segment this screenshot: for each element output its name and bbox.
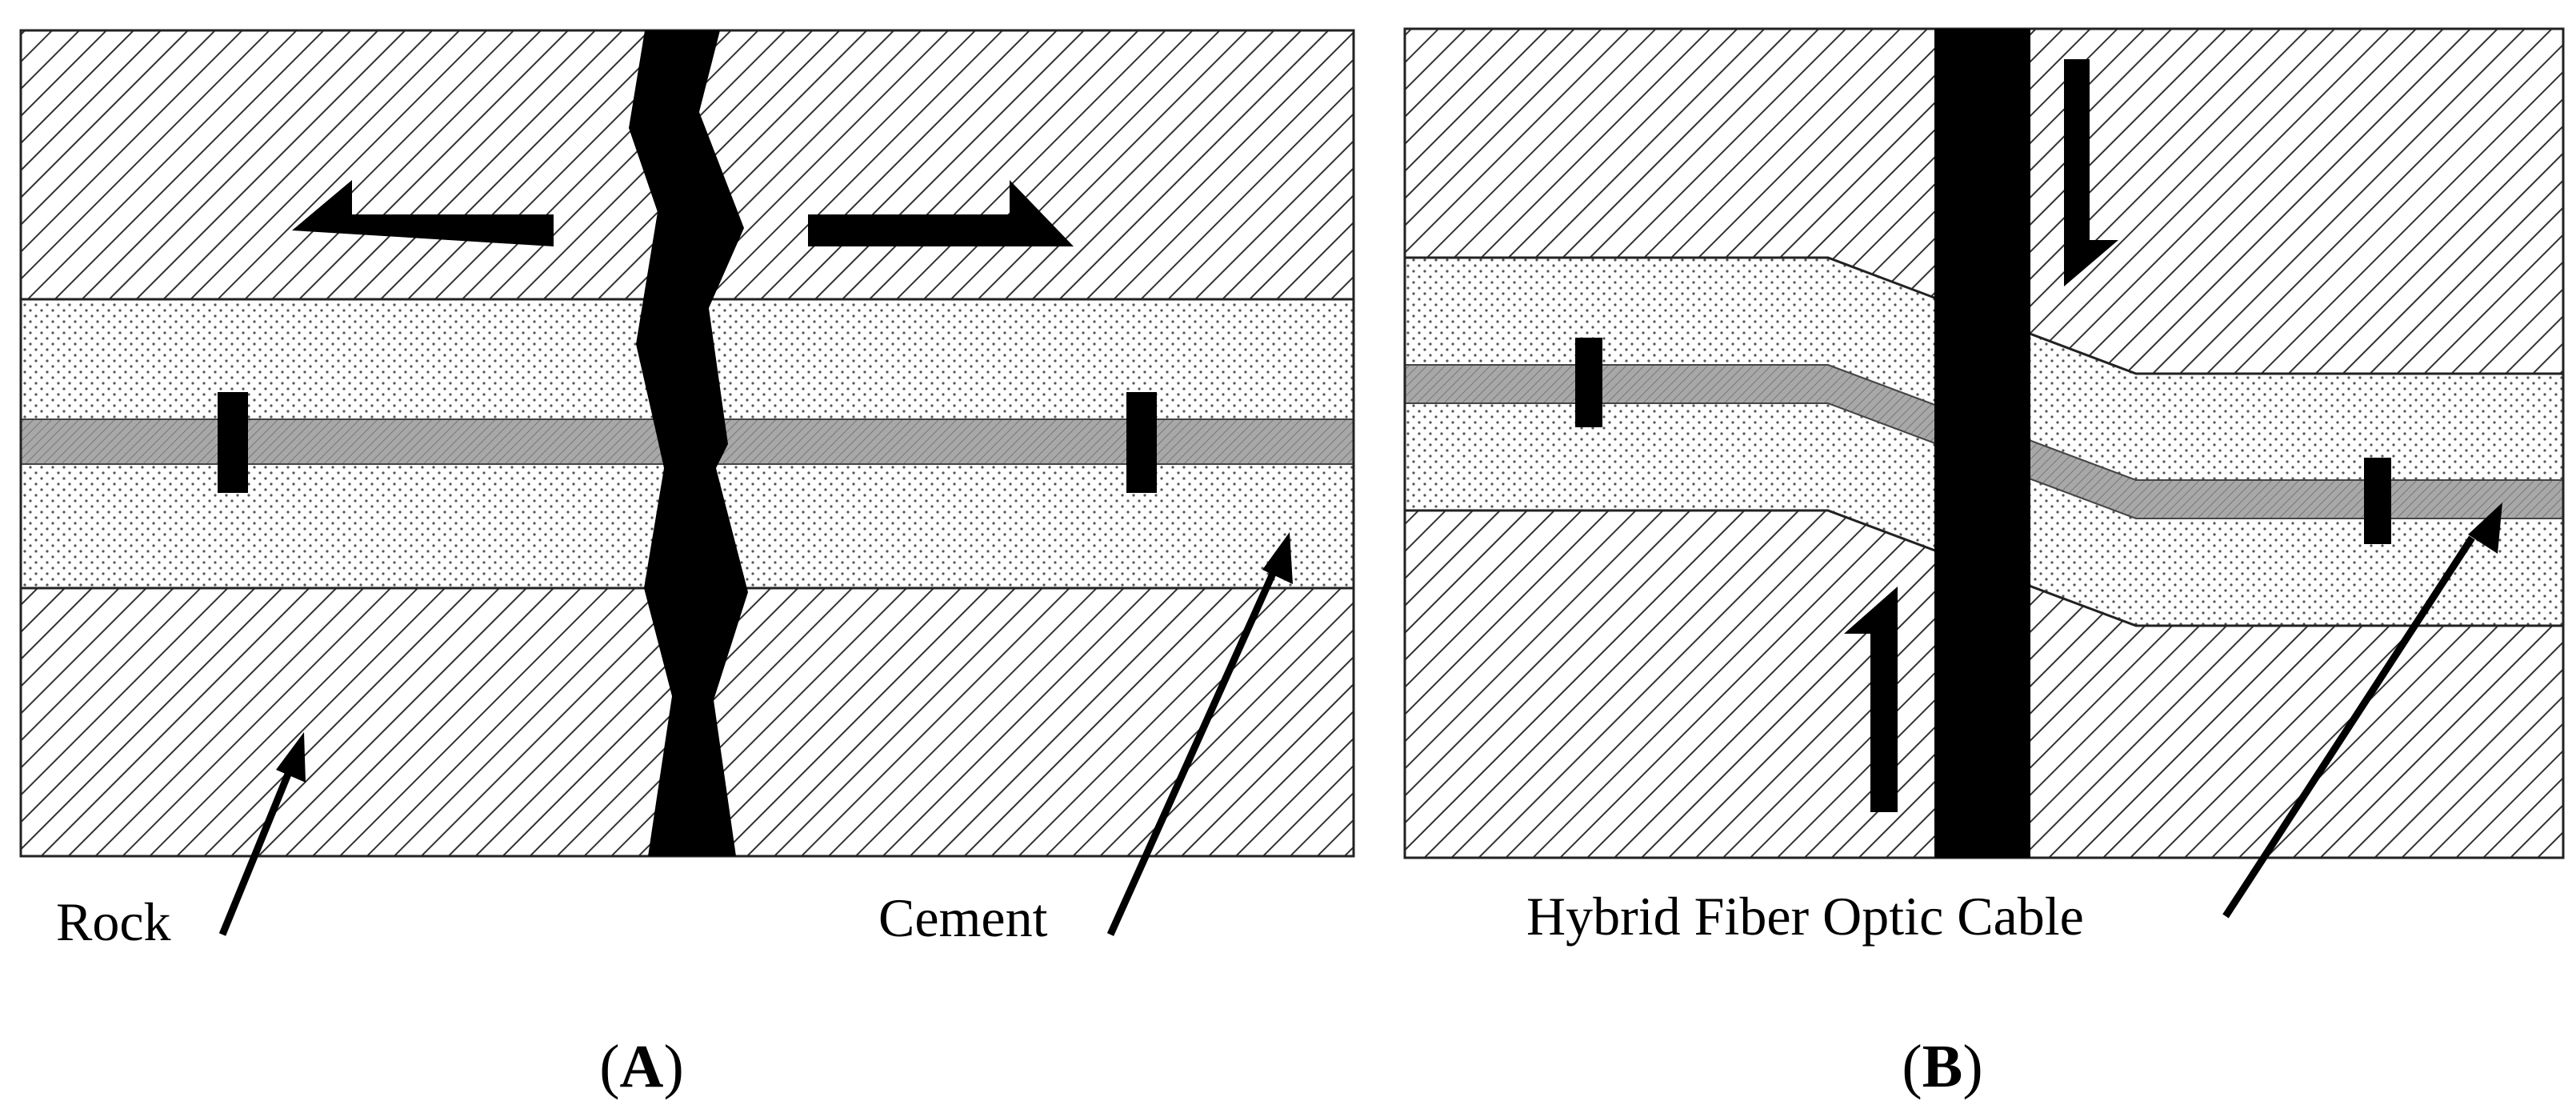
arrow-down-icon: [2064, 59, 2118, 286]
cement-label: Cement: [878, 887, 1048, 948]
cable-pointer-arrow-icon: [2468, 502, 2502, 554]
rock-pointer-arrow-icon: [276, 732, 306, 783]
fracture-a: [629, 30, 748, 856]
panel-b-label: (B): [1902, 1033, 1982, 1100]
arrow-left-icon: [292, 180, 554, 246]
arrow-up-icon: [1844, 587, 1898, 812]
sensor-marker-b2: [2364, 458, 2391, 544]
cable-label: Hybrid Fiber Optic Cable: [1526, 886, 2084, 947]
rock-label: Rock: [56, 891, 171, 952]
sensor-marker-a2: [1126, 392, 1157, 493]
panel-b: [1403, 27, 2565, 919]
cement-pointer-arrow-icon: [1262, 532, 1293, 584]
arrow-right-icon: [808, 180, 1074, 246]
sensor-marker-a1: [218, 392, 248, 493]
fracture-b: [1934, 29, 2030, 858]
panel-a-label: (A): [599, 1033, 684, 1100]
panel-a: [19, 29, 1355, 936]
sensor-marker-b1: [1575, 338, 1602, 427]
